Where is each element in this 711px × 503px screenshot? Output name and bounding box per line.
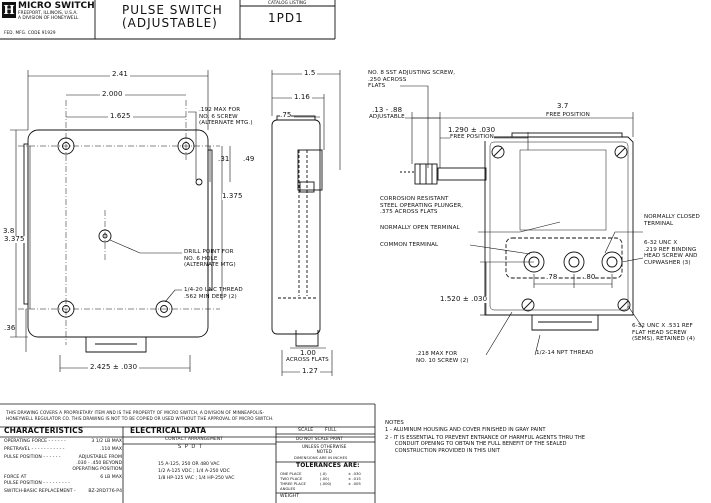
- dim-free-pos-label: FREE POSITION: [546, 112, 590, 118]
- characteristic-label: FORCE AT PULSE POSITION - - - - - - - - …: [4, 475, 70, 486]
- right-view: [400, 85, 644, 356]
- screw10-note: .218 MAX FOR NO. 10 SCREW (2): [416, 351, 469, 364]
- drawing-title-line1: PULSE SWITCH: [122, 3, 223, 17]
- characteristic-value: BZ-2RD776-P4: [88, 489, 122, 494]
- characteristic-value: ADJUSTABLE FROM .030 - .450 BEYOND OPERA…: [72, 455, 122, 472]
- unless-noted: UNLESS OTHERWISE NOTED: [302, 444, 347, 454]
- no-scale-note: DO NOT SCALE PRINT: [296, 436, 344, 441]
- characteristic-value: .110 MAX: [100, 447, 122, 452]
- characteristic-label: PRETRAVEL - - - - - - - - - - -: [4, 447, 65, 452]
- weight-label: WEIGHT: [280, 494, 300, 499]
- logo-mark: H: [2, 2, 16, 18]
- electrical-header: ELECTRICAL DATA: [130, 426, 207, 435]
- thread-note: 1/4-20 UNC THREAD .562 MIN DEEP (2): [184, 287, 243, 300]
- nc-terminal-label: NORMALLY CLOSED TERMINAL: [644, 214, 700, 227]
- tolerance-tol: ± .015: [348, 476, 361, 481]
- tolerances-label: TOLERANCES ARE:: [296, 462, 360, 469]
- npt-thread-note: 1/2-14 NPT THREAD: [536, 350, 594, 356]
- tolerance-val: (.00): [320, 476, 330, 481]
- tolerance-label: THREE PLACE: [280, 481, 306, 486]
- dims-in-inches: DIMENSIONS ARE IN INCHES: [294, 456, 348, 460]
- dim-height-3375: 3.375: [4, 235, 25, 243]
- dim-adjustable-label: ADJUSTABLE: [369, 114, 405, 120]
- dim-free-pos2: 1.290 ± .030: [448, 126, 496, 134]
- binding-screw-note: 6-32 UNC X .219 REF BINDING HEAD SCREW A…: [644, 240, 698, 266]
- catalog-number: 1PD1: [268, 11, 304, 25]
- characteristics-header: CHARACTERISTICS: [4, 426, 84, 435]
- characteristic-label: OPERATING FORCE - - - - - -: [4, 439, 66, 444]
- dim-side-bottom: 1.27: [300, 367, 320, 375]
- dim-side-top: 1.5: [302, 69, 318, 77]
- dim-height-38: 3.8: [3, 227, 15, 235]
- drill-note: DRILL POINT FOR NO. 6 HOLE (ALTERNATE MT…: [184, 249, 236, 268]
- tolerance-tol: ± .005: [348, 481, 361, 486]
- company-city: FREEPORT, ILLINOIS, U.S.A.: [18, 11, 78, 16]
- dim-49: .49: [243, 155, 255, 163]
- dim-side-116: 1.16: [292, 93, 312, 101]
- dim-36: .36: [4, 324, 16, 332]
- company-division: A DIVISION OF HONEYWELL: [18, 16, 79, 21]
- dim-side-flats: 1.00: [300, 349, 316, 357]
- note-item: 1 - ALUMINUM HOUSING AND COVER FINISHED …: [385, 427, 546, 433]
- dim-front-width: 2.41: [110, 70, 130, 78]
- dim-78: .78: [546, 273, 558, 281]
- characteristic-value: 3 1/2 LB MAX: [91, 439, 122, 444]
- electrical-rating: 1/2 A-125 VDC ; 1/4 A-250 VDC: [158, 469, 230, 474]
- company-logo: H MICRO SWITCH FREEPORT, ILLINOIS, U.S.A…: [2, 1, 95, 23]
- no-terminal-label: NORMALLY OPEN TERMINAL: [380, 225, 460, 231]
- dim-free-pos2-label: FREE POSITION: [450, 134, 494, 141]
- fed-code: FED. MFG. CODE 91929: [4, 30, 56, 35]
- tolerance-label: ONE PLACE: [280, 471, 302, 476]
- dim-side-flats-label: ACROSS FLATS: [286, 357, 329, 363]
- company-name: MICRO SWITCH: [18, 1, 95, 11]
- common-terminal-label: COMMON TERMINAL: [380, 242, 439, 248]
- tolerance-tol: ± .030: [348, 471, 361, 476]
- notes-header: NOTES: [385, 420, 404, 426]
- dim-31: .31: [218, 155, 230, 163]
- tolerance-val: (.000): [320, 481, 332, 486]
- screw-note: .192 MAX FOR NO. 6 SCREW (ALTERNATE MTG.…: [199, 107, 253, 126]
- characteristic-value: 6 LB MAX: [100, 475, 122, 480]
- dim-hole-spacing: 2.000: [100, 90, 125, 98]
- tolerance-label: TWO PLACE: [280, 476, 303, 481]
- electrical-rating: 1/8 HP-125 VAC ; 1/4 HP-250 VAC: [158, 476, 235, 481]
- adj-screw-note: NO. 8 SST ADJUSTING SCREW, .250 ACROSS F…: [368, 70, 456, 89]
- dim-base-width: 2.425 ± .030: [88, 363, 140, 371]
- dim-free-pos: 3.7: [557, 102, 569, 110]
- characteristic-label: PULSE POSITION - - - - - -: [4, 455, 61, 460]
- dim-1520: 1.520 ± .030: [440, 295, 488, 303]
- contact-arrangement-value: S P D T: [178, 444, 203, 450]
- tolerance-val: (.0): [320, 471, 327, 476]
- catalog-label: CATALOG LISTING: [268, 0, 307, 5]
- electrical-rating: 15 A-125, 250 OR 480 VAC: [158, 462, 220, 467]
- plunger-note: CORROSION RESISTANT STEEL OPERATING PLUN…: [380, 196, 464, 215]
- front-view: [10, 70, 231, 372]
- dim-adjustable: .13 - .88: [372, 106, 403, 114]
- dim-hole-to-edge: 1.625: [108, 112, 133, 120]
- scale-label: SCALE: [298, 428, 314, 433]
- proprietary-notice: THIS DRAWING COVERS A PROPRIETARY ITEM A…: [6, 410, 274, 421]
- scale-value: FULL: [325, 428, 337, 433]
- flat-head-note: 6-32 UNC X .531 REF FLAT HEAD SCREW (SEM…: [632, 323, 695, 342]
- drawing-title-line2: (ADJUSTABLE): [122, 16, 218, 30]
- tolerance-label: ANGLES: [280, 486, 296, 491]
- dim-side-75: .75: [280, 111, 292, 119]
- contact-arrangement-label: CONTACT ARRANGEMENT: [165, 437, 224, 442]
- dim-1375: 1.375: [222, 192, 243, 200]
- dim-80: .80: [584, 273, 596, 281]
- note-item: 2 - IT IS ESSENTIAL TO PREVENT ENTRANCE …: [385, 434, 586, 454]
- characteristic-label: SWITCH-BASIC REPLACEMENT -: [4, 489, 76, 494]
